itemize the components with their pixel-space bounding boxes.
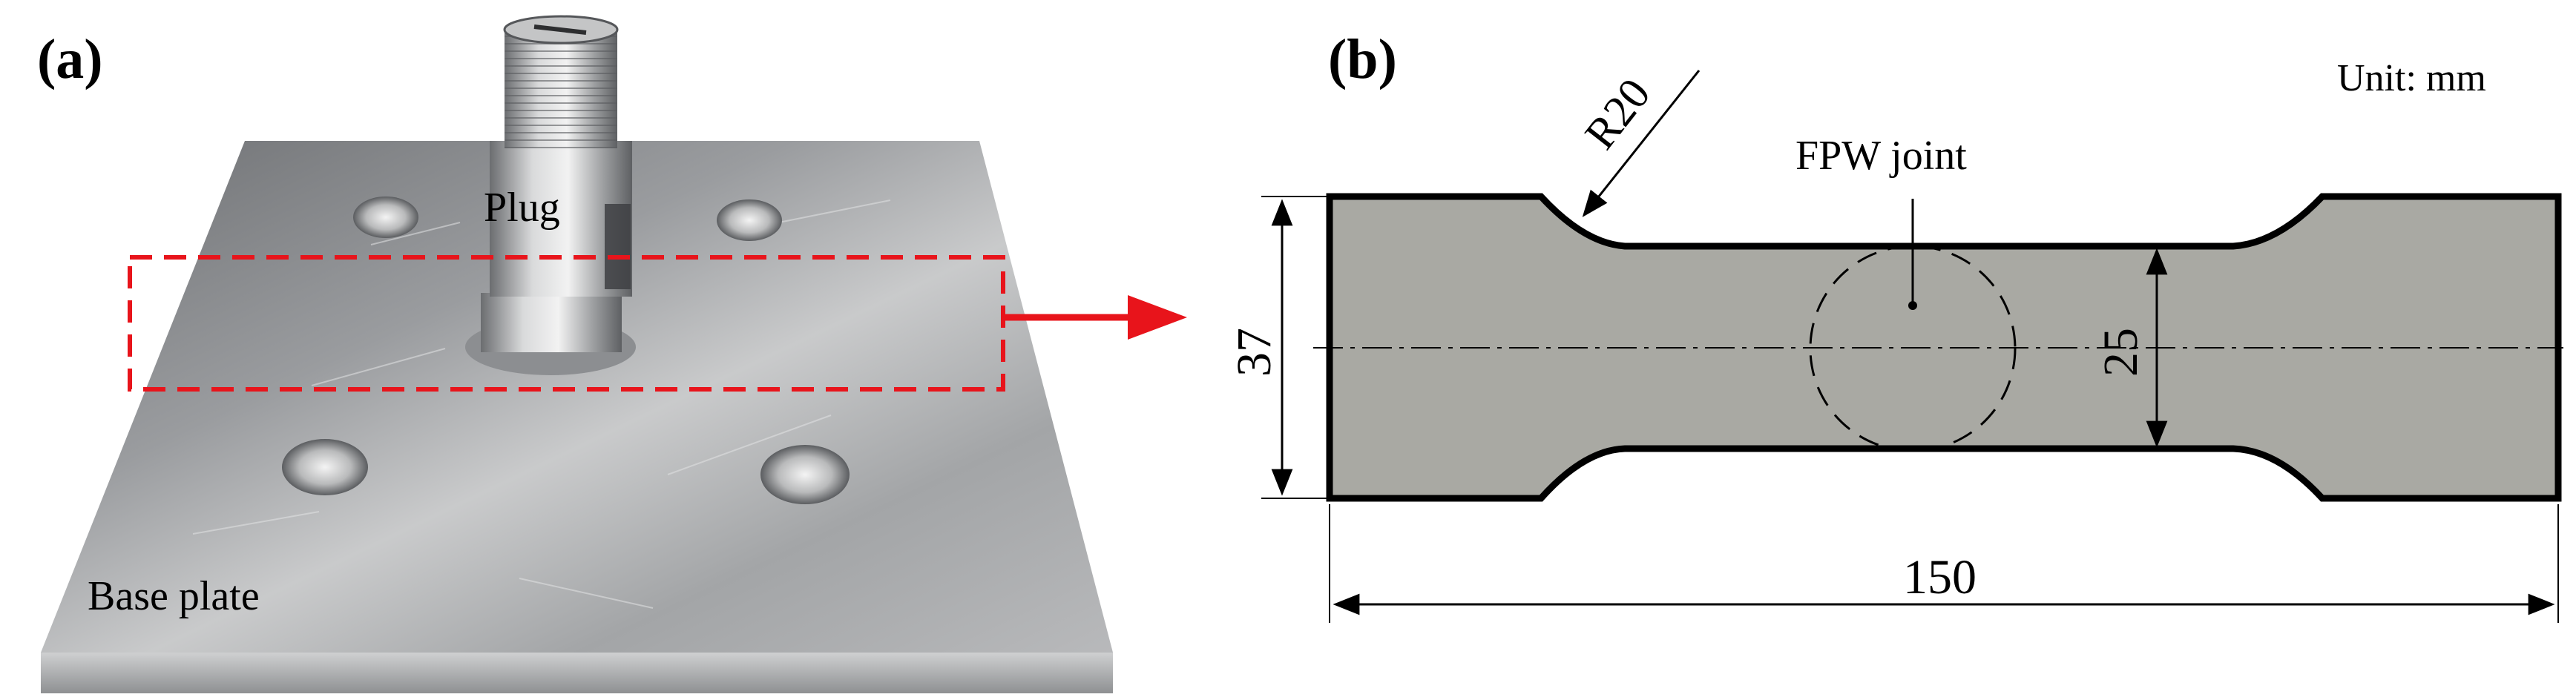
- plug-top-slot: [533, 24, 587, 35]
- radius-leader: [1582, 70, 1701, 217]
- fpw-joint-circle: [1809, 245, 2017, 452]
- specimen-outline: [1326, 193, 2562, 502]
- plate-hole-back-right: [717, 199, 782, 241]
- outer-height-label: 37: [1227, 328, 1281, 377]
- plug-label: Plug: [484, 185, 560, 231]
- panel-a-label: (a): [37, 28, 103, 90]
- plug-flat: [605, 204, 631, 289]
- dimension-length: [1329, 504, 2559, 623]
- fpw-joint-dot: [1908, 301, 1917, 310]
- inner-height-label: 25: [2094, 328, 2148, 377]
- radius-label: R20: [1575, 70, 1660, 158]
- plate-front-edge: [41, 653, 1113, 693]
- unit-label: Unit: mm: [2337, 57, 2486, 99]
- fpw-joint-label: FPW joint: [1795, 133, 1967, 179]
- plate-hole-front-right: [760, 445, 850, 504]
- plug-photo: [465, 15, 636, 375]
- base-plate-label: Base plate: [88, 573, 260, 619]
- surface-scratches: [192, 199, 891, 609]
- plate-top-surface: [41, 141, 1113, 653]
- base-plate-photo: [41, 141, 1113, 693]
- dimension-outer-height: [1261, 196, 1328, 499]
- panel-b: (b) Unit: mm FPW joint R20 37 25: [1227, 28, 2563, 623]
- plug-thread-lines: [505, 30, 617, 148]
- red-arrow: [1003, 295, 1187, 340]
- plate-hole-back-left: [353, 197, 418, 238]
- highlight-box: [128, 255, 1005, 392]
- panel-a: (a): [37, 15, 1187, 693]
- panel-b-label: (b): [1328, 28, 1397, 90]
- plug-collar: [481, 293, 622, 352]
- plate-hole-front-left: [282, 439, 368, 495]
- length-label: 150: [1903, 550, 1977, 604]
